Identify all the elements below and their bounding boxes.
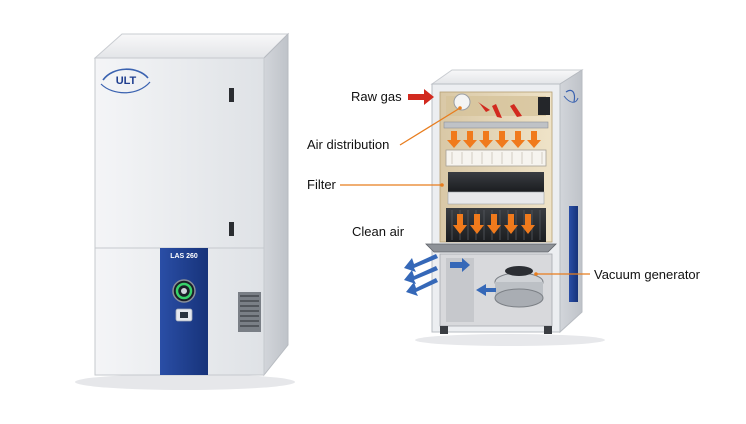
right-side-panel	[569, 206, 578, 302]
clean-air-arrow-1	[404, 254, 438, 272]
callout-raw-gas: Raw gas	[351, 89, 402, 104]
right-cabinet-shadow	[415, 334, 605, 346]
power-switch-rocker	[180, 312, 188, 318]
raw-gas-inlet-arrow	[408, 89, 434, 105]
green-ring-center	[181, 288, 187, 294]
side-logo-icon	[563, 89, 579, 103]
foot-right	[544, 326, 552, 334]
ult-logo-icon	[100, 68, 151, 94]
raw-gas-arrow-1	[478, 102, 490, 112]
model-label: LAS 260	[170, 253, 198, 260]
left-cabinet-top	[93, 33, 290, 59]
clean-air-arrow-4	[476, 284, 496, 296]
brand-logo-text: ULT	[116, 75, 137, 87]
hinge-bottom	[229, 222, 234, 236]
inlet-port	[453, 93, 471, 111]
clean-air-arrow-2	[404, 266, 438, 284]
outlet-duct	[446, 258, 474, 322]
raw-gas-arrow-2	[492, 104, 502, 118]
side-vent-slats	[240, 295, 259, 327]
callout-vacuum-generator: Vacuum generator	[594, 267, 700, 282]
leader-lines	[340, 106, 590, 276]
pre-filter	[445, 149, 547, 167]
raw-gas-arrows	[408, 89, 522, 118]
foot-left	[440, 326, 448, 334]
clean-air-arrow-3	[406, 278, 438, 296]
left-cabinet: LAS 260 ULT	[75, 32, 295, 390]
left-cabinet-shadow	[75, 374, 295, 390]
callout-air-distribution: Air distribution	[307, 137, 390, 152]
right-cutaway-cabinet	[415, 69, 605, 346]
vacuum-generator-base	[494, 288, 544, 308]
left-cabinet-side	[263, 32, 289, 377]
side-vent	[238, 292, 261, 332]
right-cabinet-top	[430, 69, 584, 85]
filter-tray	[425, 243, 557, 253]
distribution-plate	[443, 121, 549, 129]
distribution-flow-arrows	[447, 131, 541, 148]
main-filter	[448, 172, 544, 192]
vacuum-generator-motor	[505, 266, 533, 276]
filter-seal	[447, 191, 545, 205]
callout-filter: Filter	[307, 177, 336, 192]
pre-filter-pleats	[451, 152, 543, 164]
clean-air-arrows	[404, 254, 496, 296]
left-cabinet-door	[94, 57, 265, 249]
inlet-block	[538, 97, 550, 115]
filtered-flow-arrows	[453, 214, 535, 234]
raw-gas-arrow-3	[510, 104, 522, 117]
clean-air-arrow-5	[450, 258, 470, 272]
hinge-top	[229, 88, 234, 102]
green-ring-glow	[175, 282, 193, 300]
leader-air-distribution	[399, 107, 461, 146]
callout-clean-air: Clean air	[352, 224, 405, 239]
